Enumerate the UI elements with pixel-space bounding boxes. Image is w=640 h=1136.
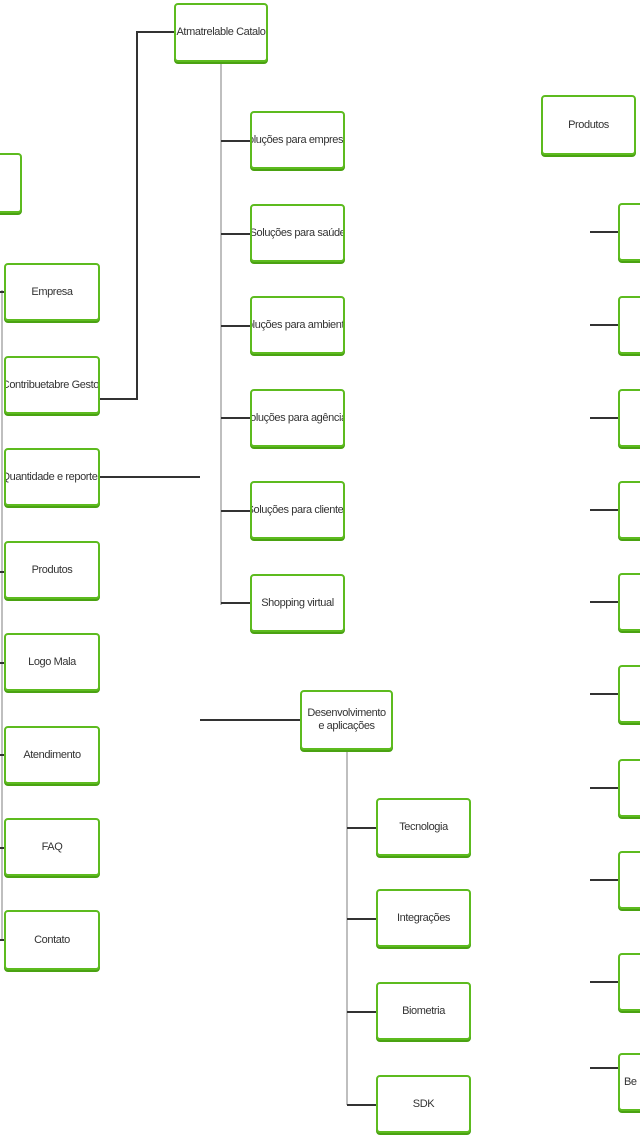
node-right-8[interactable] [618,851,640,909]
node-left-8[interactable]: Contato [4,910,100,970]
node-label: Desenvolvimento e aplicações [307,707,386,732]
node-label: SDK [412,1097,435,1110]
node-middle-5[interactable]: Soluções para clientes [250,481,345,539]
node-right-3[interactable] [618,389,640,447]
node-right-5[interactable] [618,573,640,631]
node-label: Soluções para ambientes [252,318,345,331]
node-label: Produtos [568,118,609,131]
node-middle-4[interactable]: Soluções para agências [250,389,345,447]
node-label: Soluções para empresas [252,133,344,146]
node-right-1[interactable] [618,203,640,261]
node-label: Contato [34,933,70,946]
node-left-4[interactable]: Produtos [4,541,100,599]
node-label: Logo Mala [28,655,76,668]
node-lower-group[interactable]: Desenvolvimento e aplicações [300,690,393,750]
node-lower-3[interactable]: Biometria [376,982,471,1040]
node-label: Contribuetabre Gestor [4,378,100,391]
node-label: Produtos [31,563,73,576]
node-label: Atmatrelable Catalo [176,26,266,38]
node-right-9[interactable] [618,953,640,1011]
node-label: Tecnologia [399,820,448,833]
node-label: Soluções para clientes [250,503,345,516]
node-middle-2[interactable]: Soluções para saúde [250,204,345,262]
node-top[interactable]: Atmatrelable Catalo [174,3,268,62]
node-right-10[interactable]: Be [618,1053,640,1111]
node-left-7[interactable]: FAQ [4,818,100,876]
node-right-7[interactable] [618,759,640,817]
node-middle-6[interactable]: Shopping virtual [250,574,345,632]
node-label: Quantidade e reportes [4,470,100,483]
node-label: Soluções para saúde [250,226,345,239]
node-label: Soluções para agências [250,411,343,424]
node-left-2[interactable]: Contribuetabre Gestor [4,356,100,414]
node-label: FAQ [41,840,63,853]
node-lower-1[interactable]: Tecnologia [376,798,471,856]
node-lower-2[interactable]: Integrações [376,889,471,947]
node-label: Integrações [396,911,451,924]
node-right-6[interactable] [618,665,640,723]
node-label: Shopping virtual [261,596,334,609]
node-left-partial[interactable] [0,153,22,213]
node-label: Empresa [31,285,73,298]
node-right-root[interactable]: Produtos [541,95,636,155]
node-left-3[interactable]: Quantidade e reportes [4,448,100,506]
node-lower-4[interactable]: SDK [376,1075,471,1133]
node-label: Atendimento [23,748,81,761]
node-left-6[interactable]: Atendimento [4,726,100,784]
node-label: Biometria [402,1004,445,1017]
node-left-5[interactable]: Logo Mala [4,633,100,691]
node-right-2[interactable] [618,296,640,354]
node-middle-3[interactable]: Soluções para ambientes [250,296,345,354]
node-middle-1[interactable]: Soluções para empresas [250,111,345,169]
node-label: Be [624,1075,637,1088]
node-right-4[interactable] [618,481,640,539]
node-left-1[interactable]: Empresa [4,263,100,321]
